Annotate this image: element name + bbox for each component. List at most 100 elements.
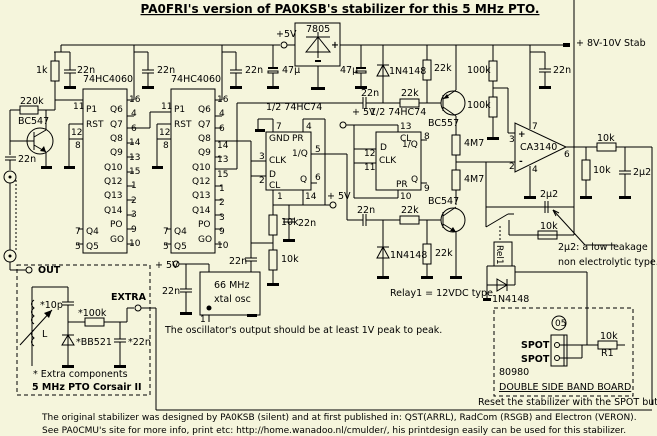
r1-value-label: 10k [600,331,618,342]
svg-text:GO: GO [110,235,124,245]
ff2-pin-labels: CL 1/Q 1/Q D CLK PR Q 13 8 12 11 10 9 [364,122,430,202]
svg-text:2: 2 [259,176,265,186]
svg-text:Q14: Q14 [192,206,211,216]
footer-line-1: The original stabilizer was designed by … [41,413,637,423]
r-10k-label-ff1b: 10k [281,254,299,265]
pto-box [16,264,157,410]
q-bc557-label: BC557 [428,118,459,129]
svg-text:14: 14 [129,138,141,148]
svg-text:2: 2 [509,162,515,172]
pto-r100k-label: *100k [78,308,107,319]
svg-text:RST: RST [86,120,104,130]
relay-note: Relay1 = 12VDC type [390,288,493,299]
svg-text:3: 3 [259,152,265,162]
svg-text:9: 9 [424,184,430,194]
footer-line-2: See PA0CMU's site for more info, print e… [42,426,626,436]
r-22k-label-1: 22k [434,63,452,74]
svg-text:PO: PO [198,220,211,230]
spot-label-2[interactable]: SPOT [521,354,550,365]
svg-text:13: 13 [400,122,411,132]
svg-text:Q6: Q6 [110,105,123,115]
regulator-label: 7805 [306,24,330,35]
pto-name: 5 MHz PTO Corsair II [32,382,142,393]
svg-text:GND: GND [269,134,290,144]
svg-text:Q10: Q10 [104,163,123,173]
svg-text:14: 14 [217,141,229,151]
spot-note: Reset the stabilizer with the SPOT butto… [478,397,657,408]
r-10k-label-shunt: 10k [593,165,611,176]
svg-text:1/Q: 1/Q [292,149,308,159]
svg-text:Q8: Q8 [110,134,123,144]
c-47u-label-1: 47µ [282,65,300,76]
r-22k-label-lower2: 22k [435,248,453,259]
regulator-output-parts [355,45,432,103]
pto-out-label: OUT [38,265,61,276]
r-1k-label: 1k [36,65,48,76]
pto-c22n-label: *22n [128,337,151,348]
spot-label-1[interactable]: SPOT [521,340,550,351]
ic-4060-label-1: 74HC4060 [83,74,133,85]
svg-text:4: 4 [306,122,312,132]
svg-text:+: + [518,130,526,140]
q-bc547-label-1: BC547 [18,116,49,127]
c-22n-label-upper: 22n [361,88,379,99]
q-bc547-label-2: BC547 [428,196,459,207]
r-4m7-label-2: 4M7 [464,174,484,185]
ic-4060-label-2: 74HC4060 [171,74,221,85]
svg-text:1: 1 [277,192,283,202]
svg-text:Q13: Q13 [104,191,123,201]
dsb-marker: 05 [555,319,566,329]
svg-text:14: 14 [305,192,317,202]
svg-text:16: 16 [217,95,229,105]
r-10k-label-fb: 10k [540,221,558,232]
r-22k-label-upper: 22k [401,88,419,99]
rail-decoupling [50,45,279,100]
svg-text:10: 10 [129,239,141,249]
flipflop-1 [250,118,348,286]
svg-text:Q5: Q5 [86,242,99,252]
svg-text:3: 3 [509,135,515,145]
svg-text:5: 5 [75,242,81,252]
svg-text:1/Q: 1/Q [402,140,418,150]
r-220k-label: 220k [20,96,44,107]
svg-text:RST: RST [174,120,192,130]
c-22n-label-osc1: 22n [162,286,180,297]
r1-label: R1 [601,348,614,359]
c-2u2-label-2: 2µ2 [633,167,651,178]
svg-text:12: 12 [159,128,170,138]
c-22n-label-osc2: 22n [229,256,247,267]
opamp-ca3140 [485,0,653,405]
svg-text:Q5: Q5 [174,242,187,252]
svg-text:Q14: Q14 [104,206,123,216]
svg-text:PR: PR [292,134,304,144]
plus5v-ff2: + 5V [352,107,376,118]
svg-text:Q9: Q9 [198,148,211,158]
svg-text:11: 11 [364,163,375,173]
c-2u2-label-1: 2µ2 [540,189,558,200]
c-22n-label-rail: 22n [553,65,571,76]
pto-extra-label: EXTRA [111,292,147,303]
svg-text:4: 4 [131,109,137,119]
svg-text:5: 5 [163,242,169,252]
svg-text:Q6: Q6 [198,105,211,115]
divider-100k [487,45,551,140]
svg-text:Q: Q [411,175,418,185]
svg-text:4: 4 [532,165,538,175]
plus5v-label: +5V [276,29,297,40]
svg-text:Q10: Q10 [192,163,211,173]
supply-rail [61,41,570,49]
c-22n-label-1: 22n [77,65,95,76]
svg-text:9: 9 [131,225,137,235]
svg-text:P1: P1 [86,105,97,115]
svg-text:1: 1 [131,181,137,191]
plus5v-ff1: + 5V [327,191,351,202]
pto-c10p-label: *10p [40,300,63,311]
xtal-oscillator [172,243,261,322]
ff1-label: 1/2 74HC74 [266,102,322,113]
svg-text:Q13: Q13 [192,191,211,201]
page-title: PA0FRI's version of PA0KSB's stabilizer … [141,2,540,16]
svg-text:6: 6 [131,124,137,134]
svg-text:PR: PR [396,180,408,190]
svg-text:Q4: Q4 [86,227,99,237]
